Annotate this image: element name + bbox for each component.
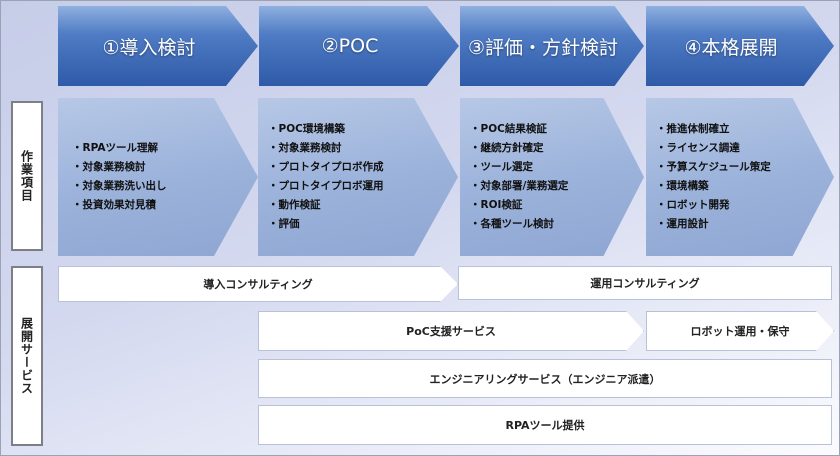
work-item: ・プロトタイプロボ運用 (268, 180, 384, 192)
work-item: ・推進体制確立 (656, 123, 730, 135)
phase-header-2: ②POC (259, 6, 459, 86)
work-item: ・プロトタイプロボ作成 (268, 161, 384, 173)
work-items-phase-3: ・POC結果検証 ・継続方針確定 ・ツール選定 ・対象部署/業務選定 ・ROI検… (460, 98, 644, 256)
work-item: ・対象業務検討 (268, 142, 342, 154)
work-item: ・対象業務洗い出し (72, 180, 167, 192)
service-intro-consulting: 導入コンサルティング (58, 266, 458, 302)
phase-header-3: ③評価・方針検討 (460, 6, 644, 86)
work-item: ・動作検証 (268, 199, 321, 211)
work-items-phase-4: ・推進体制確立 ・ライセンス調達 ・予算スケジュール策定 ・環境構築 ・ロボット… (646, 98, 834, 256)
work-item: ・RPAツール理解 (72, 142, 158, 154)
phase-title: ③評価・方針検討 (467, 36, 619, 59)
work-items-phase-1: ・RPAツール理解 ・対象業務検討 ・対象業務洗い出し ・投資効果対見積 (58, 98, 258, 256)
service-label: PoC支援サービス (406, 325, 496, 338)
work-item: ・対象部署/業務選定 (470, 180, 569, 192)
label-text: 展開サービス (19, 317, 34, 395)
work-item: ・ROI検証 (470, 199, 523, 211)
phase-title: ②POC (321, 35, 379, 57)
service-label: RPAツール提供 (505, 419, 585, 432)
phase-header-1: ①導入検討 (58, 6, 258, 86)
service-engineering: エンジニアリングサービス（エンジニア派遣） (258, 359, 832, 398)
service-robot-ops: ロボット運用・保守 (646, 311, 834, 351)
work-item: ・対象業務検討 (72, 161, 146, 173)
service-ops-consulting: 運用コンサルティング (458, 266, 832, 300)
phase-title: ①導入検討 (102, 36, 196, 59)
work-item: ・環境構築 (656, 180, 709, 192)
services-label: 展開サービス (11, 266, 43, 446)
work-item: ・予算スケジュール策定 (656, 161, 771, 173)
work-item: ・評価 (268, 218, 300, 230)
work-items-label: 作業項目 (11, 101, 43, 251)
work-item: ・POC結果検証 (470, 123, 547, 135)
service-poc-support: PoC支援サービス (258, 311, 644, 351)
work-item: ・投資効果対見積 (72, 199, 156, 211)
work-item: ・継続方針確定 (470, 142, 544, 154)
service-rpa-tool: RPAツール提供 (258, 405, 832, 445)
work-item: ・ライセンス調達 (656, 142, 740, 154)
service-label: ロボット運用・保守 (690, 325, 790, 338)
phase-header-4: ④本格展開 (646, 6, 834, 86)
work-item: ・POC環境構築 (268, 123, 345, 135)
service-label: 運用コンサルティング (590, 277, 700, 290)
work-item: ・各種ツール検討 (470, 218, 554, 230)
work-item: ・ロボット開発 (656, 199, 730, 211)
work-item: ・運用設計 (656, 218, 709, 230)
service-label: 導入コンサルティング (203, 278, 313, 291)
service-label: エンジニアリングサービス（エンジニア派遣） (429, 372, 661, 386)
work-item: ・ツール選定 (470, 161, 533, 173)
label-text: 作業項目 (19, 150, 34, 202)
phase-title: ④本格展開 (684, 36, 778, 59)
work-items-phase-2: ・POC環境構築 ・対象業務検討 ・プロトタイプロボ作成 ・プロトタイプロボ運用… (258, 98, 458, 256)
